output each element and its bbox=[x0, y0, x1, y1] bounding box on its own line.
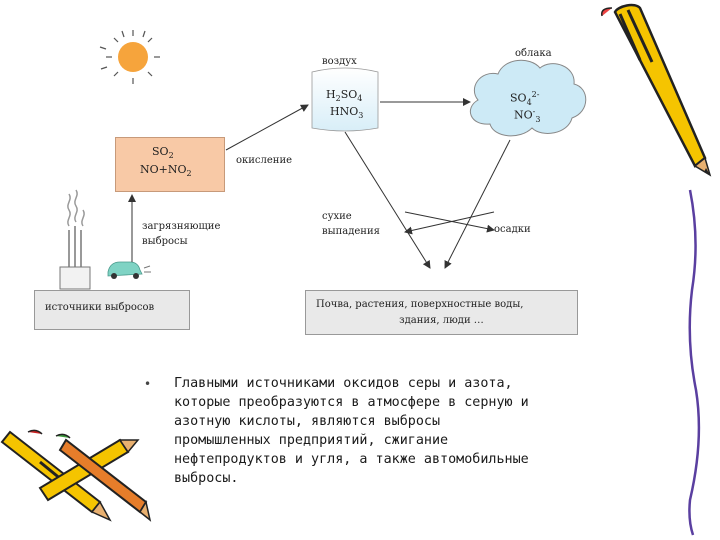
caption-bullet: • bbox=[144, 377, 152, 391]
so2-nox-box: SO2 NO+NO2 bbox=[115, 137, 225, 192]
cloud-no3: NO-3 bbox=[514, 107, 541, 124]
crayons-icon bbox=[0, 429, 152, 522]
car-icon bbox=[107, 261, 151, 279]
factory-icon bbox=[59, 189, 91, 290]
cloud-shape bbox=[469, 59, 587, 137]
caption-line-2: которые преобразуются в атмосфере в серн… bbox=[174, 395, 529, 410]
so2-formula: SO2 bbox=[152, 145, 174, 161]
caption-line-1: Главными источниками оксидов серы и азот… bbox=[174, 376, 513, 391]
receptors-line-2: здания, люди … bbox=[399, 315, 484, 326]
arrow-oxidation bbox=[225, 104, 309, 151]
pollutant-label-1: загрязняющие bbox=[142, 221, 221, 232]
air-region bbox=[311, 67, 379, 132]
air-label: воздух bbox=[322, 56, 357, 67]
pollutant-label-2: выбросы bbox=[142, 236, 188, 247]
cloud-so4: SO42- bbox=[510, 90, 540, 107]
arrow-dry-deposition-right bbox=[404, 211, 495, 233]
sun-icon bbox=[99, 30, 160, 84]
caption-line-5: нефтепродуктов и угля, а также автомобил… bbox=[174, 452, 529, 467]
caption-line-4: промышленных предприятий, сжигание bbox=[174, 433, 449, 448]
receptors-box: Почва, растения, поверхностные воды, зда… bbox=[305, 290, 578, 335]
arrow-precipitation-left bbox=[404, 211, 495, 235]
caption-line-6: выбросы. bbox=[174, 471, 239, 486]
emission-sources-box: источники выбросов bbox=[34, 290, 190, 330]
receptors-line-1: Почва, растения, поверхностные воды, bbox=[316, 299, 524, 310]
nox-formula: NO+NO2 bbox=[140, 163, 192, 179]
decorative-squiggle bbox=[688, 189, 701, 536]
dry-deposition-label-1: сухие bbox=[322, 211, 352, 222]
precipitation-label: осадки bbox=[494, 224, 531, 235]
pencil-icon bbox=[600, 3, 712, 177]
arrow-air-to-ground bbox=[344, 131, 431, 269]
dry-deposition-label-2: выпадения bbox=[322, 226, 380, 237]
air-hno3: HNO3 bbox=[330, 105, 364, 121]
oxidation-label: окисление bbox=[236, 155, 293, 166]
clouds-label: облака bbox=[515, 48, 552, 59]
arrow-cloud-to-ground bbox=[444, 139, 511, 269]
emission-sources-label: источники выбросов bbox=[45, 302, 155, 313]
air-h2so4: H2SO4 bbox=[326, 88, 363, 104]
caption-line-3: азотную кислоты, являются выбросы bbox=[174, 414, 441, 429]
